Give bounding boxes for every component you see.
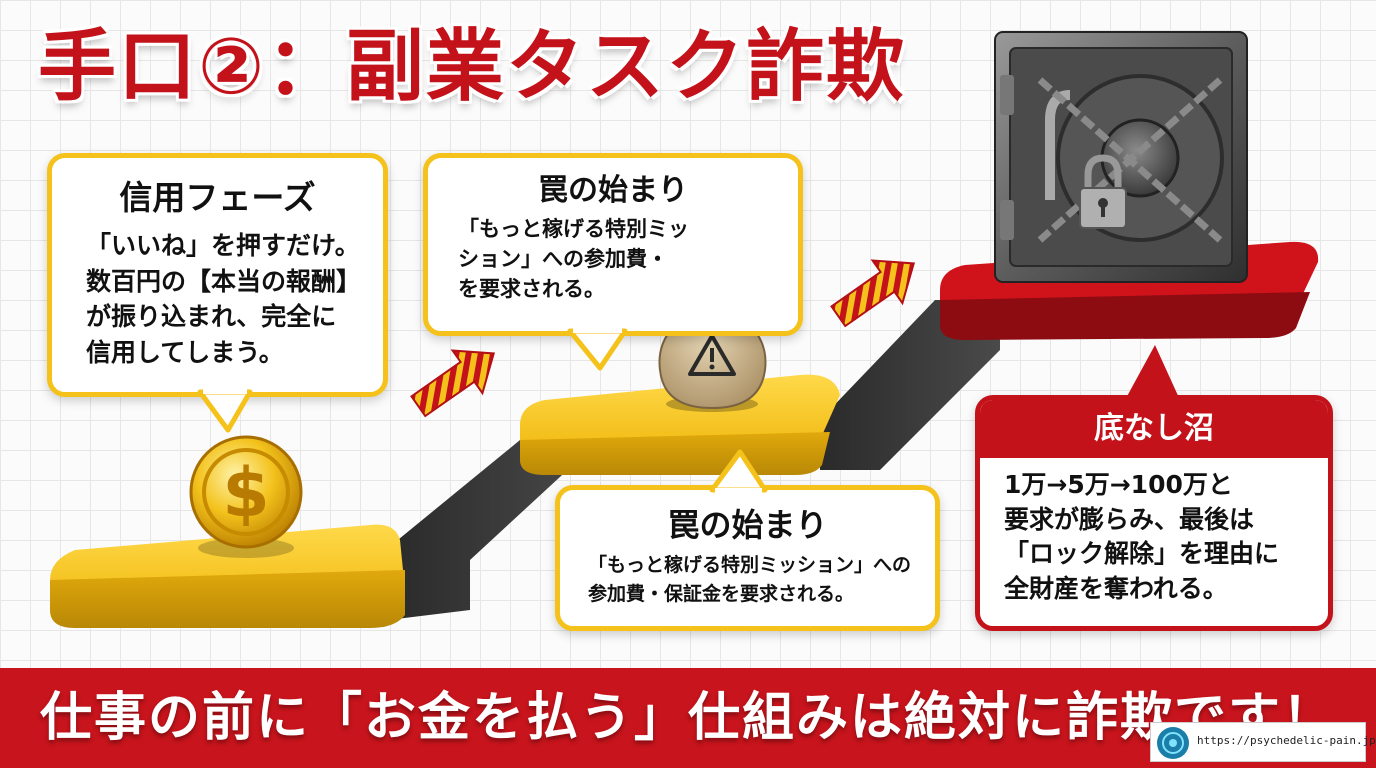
callout-heading: 罠の始まり	[667, 506, 828, 544]
callout-line: ション」への参加費・	[458, 246, 668, 271]
page-title: 手口②：副業タスク詐欺	[38, 22, 907, 112]
step-platform-1	[50, 524, 405, 628]
up-arrow-icon	[410, 349, 496, 418]
callout-heading: 底なし沼	[980, 400, 1328, 458]
bottomless-swamp-callout: 底なし沼 1万→5万→100万と 要求が膨らみ、最後は 「ロック解除」を理由に …	[975, 395, 1333, 631]
callout-line: 「もっと稼げる特別ミッション」への	[588, 554, 912, 577]
callout-line: 全財産を奪われる。	[1004, 573, 1228, 603]
dark-ramp-2	[820, 300, 1000, 470]
callout-heading: 罠の始まり	[538, 173, 688, 208]
trust-phase-callout: 信用フェーズ 「いいね」を押すだけ。 数百円の【本当の報酬】 が振り込まれ、完全…	[47, 153, 388, 397]
site-logo-icon	[1157, 727, 1189, 759]
callout-line: を要求される。	[458, 276, 605, 301]
callout-line: 信用してしまう。	[86, 337, 284, 367]
callout-body: 「もっと稼げる特別ミッション」への 参加費・保証金を要求される。	[588, 551, 935, 608]
callout-body: 「もっと稼げる特別ミッ ション」への参加費・ を要求される。	[458, 215, 798, 304]
callout-body: 1万→5万→100万と 要求が膨らみ、最後は 「ロック解除」を理由に 全財産を奪…	[1004, 468, 1328, 606]
gold-coin-dollar-icon: $	[189, 435, 303, 558]
trap-start-callout-top: 罠の始まり 「もっと稼げる特別ミッ ション」への参加費・ を要求される。	[423, 153, 803, 336]
banner-text: 仕事の前に「お金を払う」仕組みは絶対に詐欺です！	[40, 688, 1337, 748]
callout-line: が振り込まれ、完全に	[86, 302, 337, 332]
callout-body: 「いいね」を押すだけ。 数百円の【本当の報酬】 が振り込まれ、完全に 信用してし…	[86, 228, 383, 370]
trap-start-callout-bottom: 罠の始まり 「もっと稼げる特別ミッション」への 参加費・保証金を要求される。	[555, 485, 940, 631]
svg-text:$: $	[222, 454, 269, 533]
callout-line: 数百円の【本当の報酬】	[86, 266, 362, 296]
dark-ramp-1	[388, 440, 600, 620]
watermark-url[interactable]: https://psychedelic-pain.jp/	[1197, 734, 1376, 747]
source-watermark: https://psychedelic-pain.jp/	[1150, 722, 1376, 762]
callout-line: 「ロック解除」を理由に	[1004, 539, 1280, 568]
callout-line: 1万→5万→100万と	[1004, 470, 1233, 499]
warning-banner: 仕事の前に「お金を払う」仕組みは絶対に詐欺です！	[0, 668, 1376, 768]
callout-line: 「もっと稼げる特別ミッ	[458, 217, 689, 241]
locked-vault-chain-icon	[994, 31, 1248, 283]
callout-line: 要求が膨らみ、最後は	[1004, 504, 1255, 534]
up-arrow-icon	[830, 259, 916, 328]
callout-heading: 信用フェーズ	[119, 178, 316, 217]
callout-line: 参加費・保証金を要求される。	[588, 582, 855, 605]
callout-line: 「いいね」を押すだけ。	[86, 231, 360, 261]
